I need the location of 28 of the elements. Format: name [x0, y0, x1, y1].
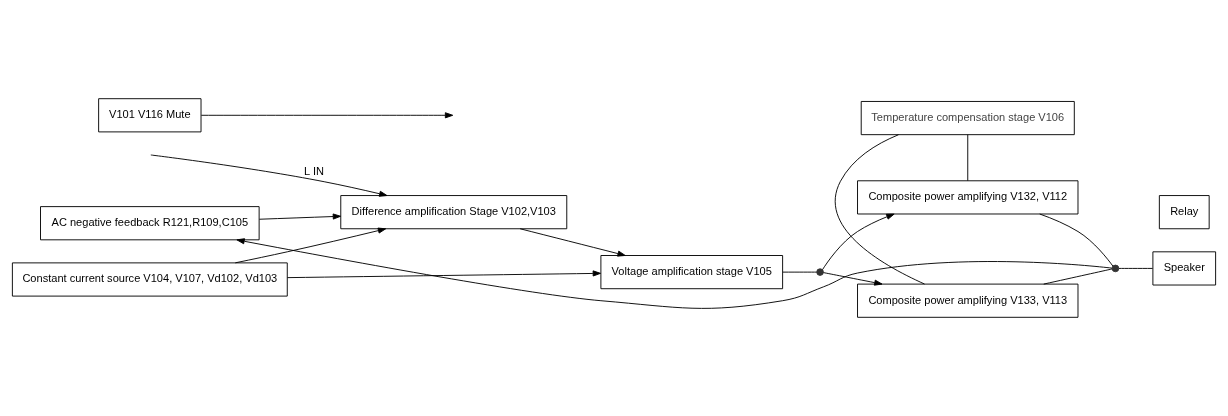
- node-box: AC negative feedback R121,R109,C105: [40, 206, 260, 241]
- node-box: Temperature compensation stage V106: [860, 101, 1075, 136]
- arrow: [822, 213, 895, 270]
- arrow: [150, 154, 388, 197]
- node-box: Speaker: [1152, 251, 1217, 286]
- node-box: Composite power amplifying V132, V112: [857, 180, 1079, 215]
- arrow: [234, 227, 387, 264]
- connector: [1118, 267, 1154, 269]
- arrow: [519, 228, 626, 257]
- connector: [1043, 268, 1113, 285]
- connector: [834, 134, 925, 285]
- node-box: Constant current source V104, V107, Vd102, Vd103: [11, 262, 288, 297]
- edge-label: L IN: [304, 164, 324, 177]
- node-circle: [816, 268, 824, 276]
- node-box: Voltage amplification stage V105: [600, 255, 784, 290]
- connector: [967, 134, 969, 182]
- node-box: Relay: [1158, 195, 1210, 230]
- connector: [1039, 213, 1114, 267]
- node-box: V101 V116 Mute: [98, 98, 202, 133]
- arrow: [823, 272, 883, 286]
- arrow: [200, 112, 454, 119]
- node-circle: [1111, 264, 1120, 273]
- arrow: [286, 270, 601, 279]
- node-box: Difference amplification Stage V102,V103: [340, 195, 568, 230]
- connector: [782, 271, 818, 273]
- arrow: [236, 238, 1113, 309]
- node-box: Composite power amplifying V133, V113: [857, 283, 1079, 318]
- arrow: [258, 213, 342, 220]
